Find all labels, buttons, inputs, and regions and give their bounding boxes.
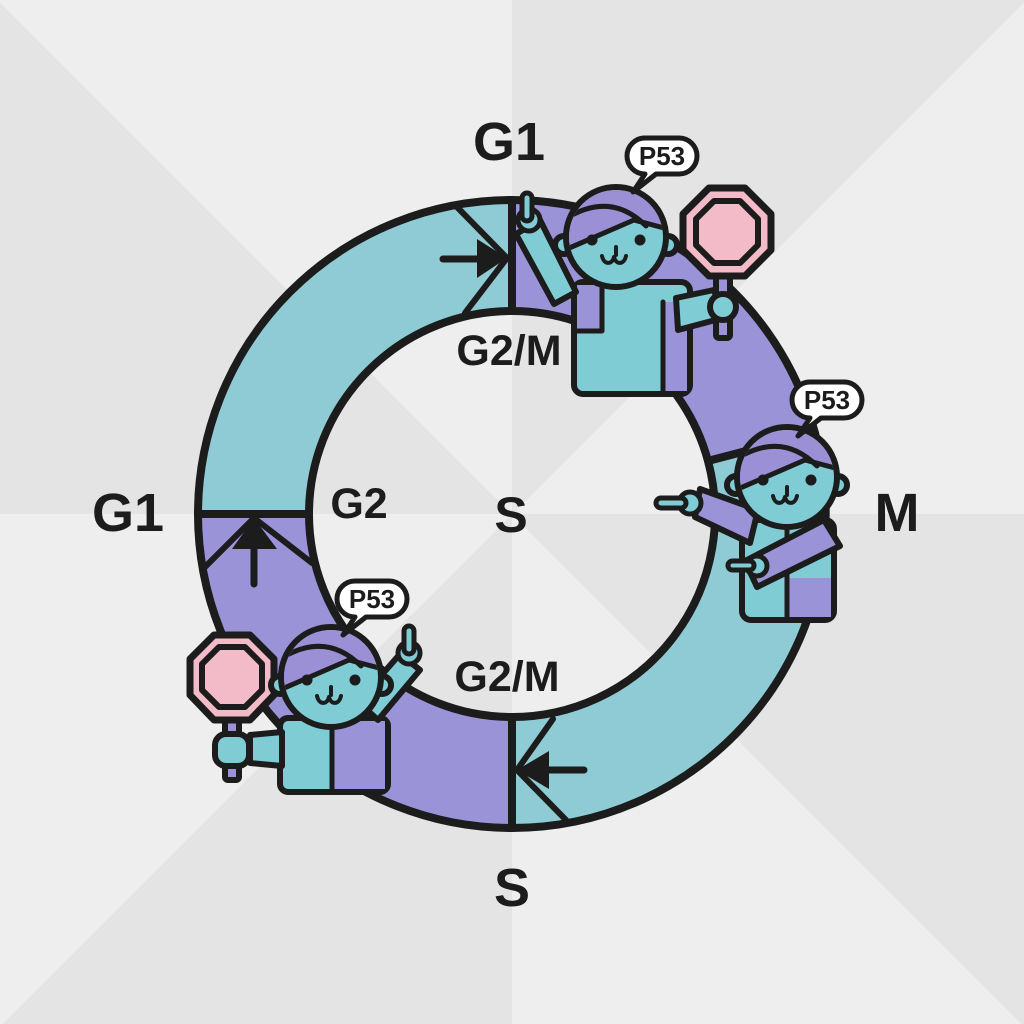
checkpoint-character-top bbox=[513, 184, 775, 397]
inner-label-g2: G2 bbox=[330, 480, 387, 528]
eye-left bbox=[586, 234, 598, 246]
bubble-shape bbox=[334, 578, 410, 638]
bubble-shape bbox=[624, 135, 700, 195]
pointing-finger bbox=[519, 190, 535, 224]
p53-speech-bubble-top: P53 bbox=[624, 135, 700, 195]
face bbox=[757, 474, 817, 505]
eye-right bbox=[349, 674, 361, 686]
p53-speech-bubble-bottom-left: P53 bbox=[334, 578, 410, 638]
outer-label-s-bottom: S bbox=[494, 858, 530, 918]
bubble-shape bbox=[789, 379, 865, 439]
checkpoint-character-right bbox=[653, 424, 850, 623]
outer-label-g1-top: G1 bbox=[473, 112, 545, 172]
bubble-label: P53 bbox=[804, 385, 850, 415]
gripping-hand bbox=[212, 731, 252, 769]
stop-sign-icon bbox=[186, 631, 278, 724]
arrowhead-right-icon bbox=[477, 239, 507, 278]
mouth bbox=[600, 245, 628, 265]
stop-sign-inner-ring bbox=[199, 644, 265, 710]
eye-right bbox=[805, 474, 817, 486]
hair-strand bbox=[571, 203, 649, 229]
arrowhead-left-icon bbox=[517, 751, 549, 789]
torso-side-panel bbox=[787, 578, 831, 617]
face bbox=[301, 674, 361, 705]
segment-west-to-north bbox=[194, 196, 516, 518]
torso-shoulder-panel bbox=[577, 285, 602, 331]
mouth bbox=[315, 685, 343, 705]
bubble-label: P53 bbox=[349, 584, 395, 614]
eye-left bbox=[757, 474, 769, 486]
stop-sign-inner-ring bbox=[693, 198, 761, 266]
outer-label-m-right: M bbox=[875, 483, 920, 543]
bubble-label: P53 bbox=[639, 141, 685, 171]
arrowhead-up-icon bbox=[232, 518, 277, 549]
inner-label-g2m-top: G2/M bbox=[456, 327, 561, 375]
eye-right bbox=[634, 234, 646, 246]
stop-sign-icon bbox=[679, 184, 775, 280]
inner-label-s-center: S bbox=[494, 487, 527, 543]
gripping-hand bbox=[707, 291, 739, 323]
flow-arrow-bottom bbox=[514, 716, 588, 823]
flow-arrow-left bbox=[199, 515, 315, 588]
inner-label-g2m-bottom: G2/M bbox=[454, 653, 559, 701]
small-pointing-finger bbox=[725, 558, 757, 573]
mouth bbox=[771, 485, 799, 505]
eye-left bbox=[301, 674, 313, 686]
p53-speech-bubble-right: P53 bbox=[789, 379, 865, 439]
pointing-finger bbox=[653, 495, 689, 511]
pointing-finger bbox=[401, 623, 417, 657]
flow-arrow-top bbox=[439, 202, 510, 316]
torso-seam bbox=[574, 282, 605, 334]
outer-label-g1-left: G1 bbox=[92, 483, 164, 543]
checkpoint-character-bottom-left bbox=[186, 623, 423, 795]
hair-strand bbox=[742, 443, 820, 469]
hair-strand bbox=[286, 643, 364, 669]
sign-arm bbox=[247, 729, 285, 769]
torso-side-panel bbox=[332, 721, 385, 789]
face bbox=[586, 234, 646, 265]
